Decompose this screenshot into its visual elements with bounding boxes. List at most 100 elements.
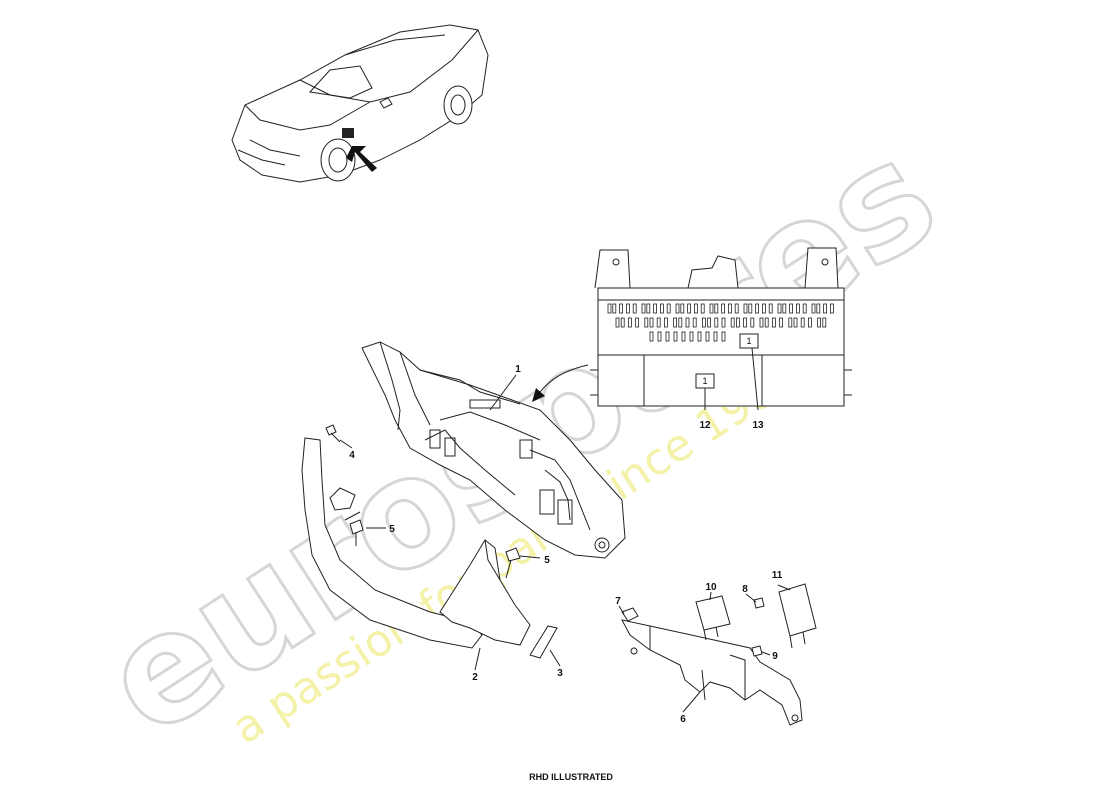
fuse-slot — [664, 317, 668, 328]
screw-5a — [349, 519, 364, 546]
control-module-detail-view: 1 1 — [532, 247, 852, 411]
body-control-module — [361, 341, 626, 559]
fuse-slot — [666, 303, 671, 314]
fuse-slot — [673, 317, 677, 328]
view-direction-arrow-icon — [532, 388, 545, 402]
fuse-slots — [607, 303, 834, 342]
fuse-slot — [764, 317, 769, 328]
fuse-slot — [607, 303, 612, 314]
footer-note: RHD ILLUSTRATED — [529, 772, 613, 782]
fuse-slot — [707, 317, 711, 328]
fuse-slot — [641, 303, 646, 314]
fuse-slot — [644, 317, 649, 328]
fuse-slot — [678, 317, 683, 328]
fuse-slot — [694, 303, 698, 314]
fuse-slot — [673, 331, 678, 342]
fuse-slot — [823, 303, 827, 314]
fuse-slot — [779, 317, 783, 328]
fuse-slot — [800, 317, 805, 328]
fuse-slot — [689, 331, 694, 342]
fuse-slot — [755, 303, 759, 314]
fuse-slot — [822, 317, 827, 328]
fuse-slot — [646, 303, 651, 314]
leader-lines — [339, 374, 791, 713]
fuse-slot — [830, 303, 834, 314]
fuse-slot — [743, 317, 747, 328]
screw-5b — [505, 547, 521, 579]
fuse-slot — [705, 331, 710, 342]
fuse-slot — [750, 317, 755, 328]
fuse-slot — [736, 317, 740, 328]
fuse-slot — [748, 303, 753, 314]
mounting-bracket — [301, 437, 531, 649]
detail-box-1-label: 1 — [746, 336, 751, 346]
fuse-slot — [619, 303, 623, 314]
callout-13: 13 — [752, 420, 764, 431]
fuse-slot — [702, 317, 706, 328]
callout-2: 2 — [472, 672, 478, 683]
relay-bracket-assembly — [621, 583, 817, 726]
fuse-slot — [660, 303, 664, 314]
callout-3: 3 — [557, 668, 563, 679]
fuse-slot — [762, 303, 766, 314]
screw-4 — [325, 424, 341, 443]
fuse-slot — [700, 303, 705, 314]
fuse-slot — [816, 303, 821, 314]
clip — [529, 625, 558, 659]
callout-11: 11 — [772, 570, 783, 581]
fuse-slot — [759, 317, 764, 328]
fuse-slot — [628, 317, 632, 328]
vehicle-location-view — [231, 24, 489, 183]
fuse-slot — [789, 303, 793, 314]
fuse-slot — [772, 317, 776, 328]
callout-10: 10 — [705, 582, 717, 593]
fuse-slot — [734, 303, 739, 314]
detail-box-1 — [739, 333, 759, 349]
fuse-slot — [817, 317, 821, 328]
fuse-slot — [626, 303, 630, 314]
fuse-slot — [675, 303, 680, 314]
callouts: 1 2 3 4 5 5 6 7 8 9 10 11 12 13 — [349, 364, 783, 725]
fuse-slot — [680, 303, 685, 314]
fuse-slot — [635, 317, 639, 328]
fuse-slot — [656, 317, 661, 328]
fuse-slot — [796, 303, 800, 314]
fuse-slot — [620, 317, 625, 328]
callout-9: 9 — [772, 651, 778, 662]
fuse-slot — [612, 303, 617, 314]
fuse-slot — [714, 317, 719, 328]
fuse-slot — [713, 331, 718, 342]
fuse-slot — [811, 303, 816, 314]
fuse-slot — [681, 331, 686, 342]
fuse-slot — [730, 317, 735, 328]
fuse-slot — [802, 303, 807, 314]
callout-7: 7 — [615, 596, 621, 607]
fuse-slot — [649, 317, 654, 328]
fuse-slot — [714, 303, 719, 314]
fuse-slot — [743, 303, 748, 314]
fuse-slot — [615, 317, 620, 328]
fuse-slot — [808, 317, 812, 328]
fuse-slot — [653, 303, 657, 314]
fuse-slot — [728, 303, 732, 314]
fuse-slot — [665, 331, 670, 342]
fuse-slot — [685, 317, 690, 328]
callout-8: 8 — [742, 584, 748, 595]
fuse-slot — [793, 317, 798, 328]
fuse-slot — [632, 303, 637, 314]
fuse-slot — [782, 303, 787, 314]
fuse-slot — [657, 331, 662, 342]
fuse-slot — [692, 317, 697, 328]
detail-box-2-label: 1 — [702, 376, 707, 386]
callout-6: 6 — [680, 714, 686, 725]
fuse-slot — [697, 331, 702, 342]
fuse-slot — [777, 303, 782, 314]
fuse-slot — [721, 331, 726, 342]
fuse-slot — [721, 303, 725, 314]
fuse-slot — [768, 303, 773, 314]
fuse-slot — [721, 317, 726, 328]
callout-5b: 5 — [544, 555, 550, 566]
fuse-slot — [788, 317, 793, 328]
fuse-slot — [649, 331, 654, 342]
